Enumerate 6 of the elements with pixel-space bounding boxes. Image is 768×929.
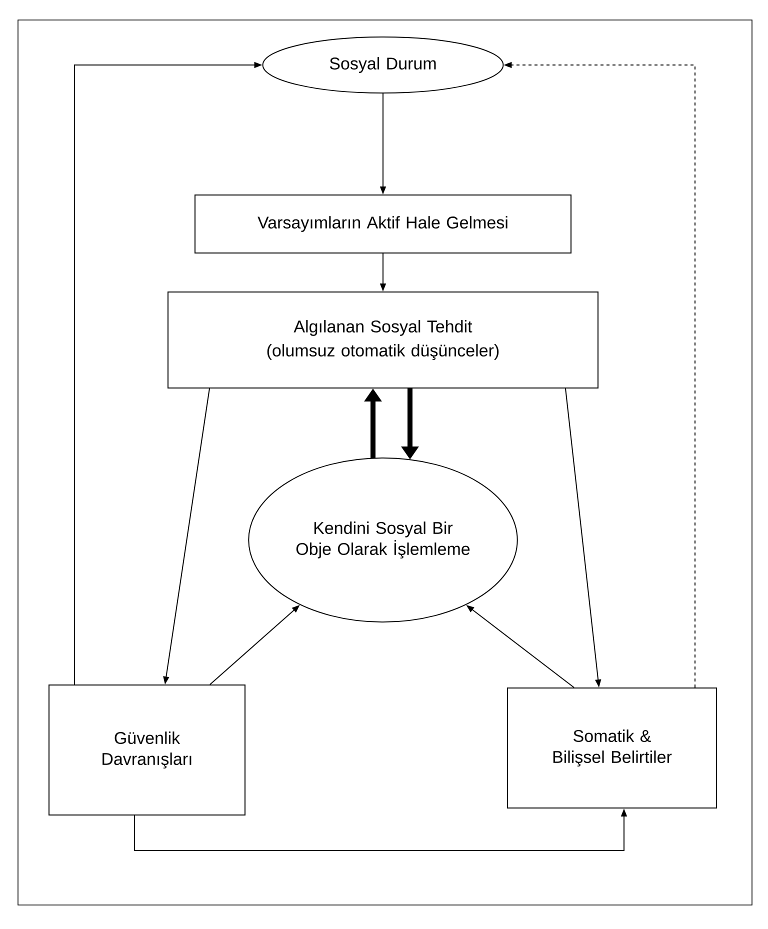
process-box: Varsayımların Aktif Hale Gelmesi xyxy=(194,194,572,254)
ellipse-node: Kendini Sosyal Bir Obje Olarak İşlemleme xyxy=(248,458,518,622)
process-box: Somatik & Bilişsel Belirtiler xyxy=(507,688,717,808)
ellipse-node: Sosyal Durum xyxy=(262,36,504,94)
process-box: Güvenlik Davranışları xyxy=(48,684,246,816)
process-box: Algılanan Sosyal Tehdit (olumsuz otomatik düşünceler) xyxy=(168,292,598,388)
